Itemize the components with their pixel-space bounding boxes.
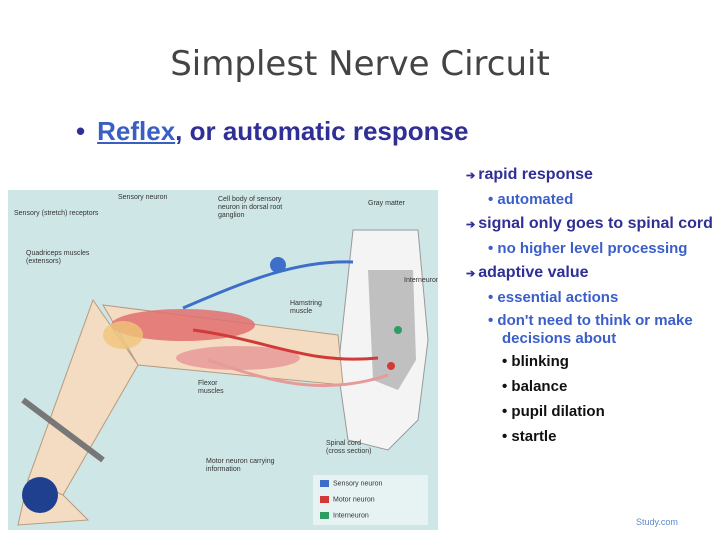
main-bullet-text: , or automatic response (175, 116, 469, 146)
sub-sub-bullet-item: • startle (502, 428, 557, 445)
slide-title: Simplest Nerve Circuit (170, 44, 550, 84)
sub-bullet-item: • don't need to think or make decisions … (488, 312, 693, 347)
sub-sub-bullet-text: pupil dilation (511, 403, 605, 420)
reflex-arc-diagram: Sensory neuron Sensory (stretch) recepto… (8, 190, 438, 530)
bullet-text: rapid response (478, 166, 593, 183)
bullet-item: ➔adaptive value (466, 263, 718, 284)
main-bullet: • Reflex, or automatic response (76, 116, 468, 147)
sensory-swatch (320, 480, 329, 487)
sub-sub-bullet-item: • balance (502, 378, 568, 395)
sub-bullet-text: automated (497, 191, 574, 208)
inter-swatch (320, 512, 329, 519)
bullet-text: adaptive value (478, 264, 589, 281)
label-quadriceps: Quadriceps muscles (extensors) (26, 250, 90, 265)
label-motor-neurons: Motor neuron carrying information (206, 458, 275, 473)
sub-bullet-item: • automated (488, 191, 574, 208)
sub-bullet-item: • no higher level processing (488, 240, 688, 257)
sub-sub-bullet-text: balance (511, 378, 568, 395)
bullet-item: ➔rapid response (466, 165, 718, 186)
key-sensory: Sensory neuron (320, 480, 382, 487)
label-hamstring: Hamstring muscle (290, 300, 322, 315)
reflex-arc-illustration (17, 229, 429, 526)
label-sensory-receptor: Sensory (stretch) receptors (14, 210, 99, 217)
label-cell-body: Cell body of sensory neuron in dorsal ro… (218, 196, 283, 219)
motor-swatch (320, 496, 329, 503)
key-inter-label: Interneuron (333, 512, 369, 520)
key-inter: Interneuron (320, 512, 369, 519)
key-sensory-label: Sensory neuron (333, 480, 383, 488)
arrow-icon: ➔ (466, 219, 476, 231)
sub-bullet-text: no higher level processing (497, 240, 688, 257)
reflex-link[interactable]: Reflex (97, 116, 176, 146)
bullet-list: ➔rapid response • automated ➔signal only… (466, 165, 718, 453)
sub-sub-bullet-item: • pupil dilation (502, 403, 605, 420)
sub-bullet-item: • essential actions (488, 289, 619, 306)
sub-sub-bullet-item: • blinking (502, 353, 569, 370)
bullet-item: ➔signal only goes to spinal cord (466, 214, 718, 235)
label-sensory-neuron: Sensory neuron (118, 194, 168, 201)
arrow-icon: ➔ (466, 268, 476, 280)
sub-sub-bullet-text: startle (511, 428, 557, 445)
label-interneuron: Interneuron (404, 277, 438, 284)
arrow-icon: ➔ (466, 170, 476, 182)
label-gray-matter: Gray matter (368, 200, 405, 207)
label-spinal-cord: Spinal cord (cross section) (326, 440, 372, 455)
sub-bullet-text: don't need to think or make decisions ab… (497, 312, 693, 347)
key-motor-label: Motor neuron (333, 496, 375, 504)
bullet-dot: • (76, 116, 86, 146)
sub-sub-bullet-text: blinking (511, 353, 569, 370)
label-flexor: Flexor muscles (198, 380, 224, 395)
bullet-text: signal only goes to spinal cord (478, 215, 713, 232)
sub-bullet-text: essential actions (497, 289, 619, 306)
image-credit: Study.com (636, 517, 678, 527)
key-motor: Motor neuron (320, 496, 375, 503)
